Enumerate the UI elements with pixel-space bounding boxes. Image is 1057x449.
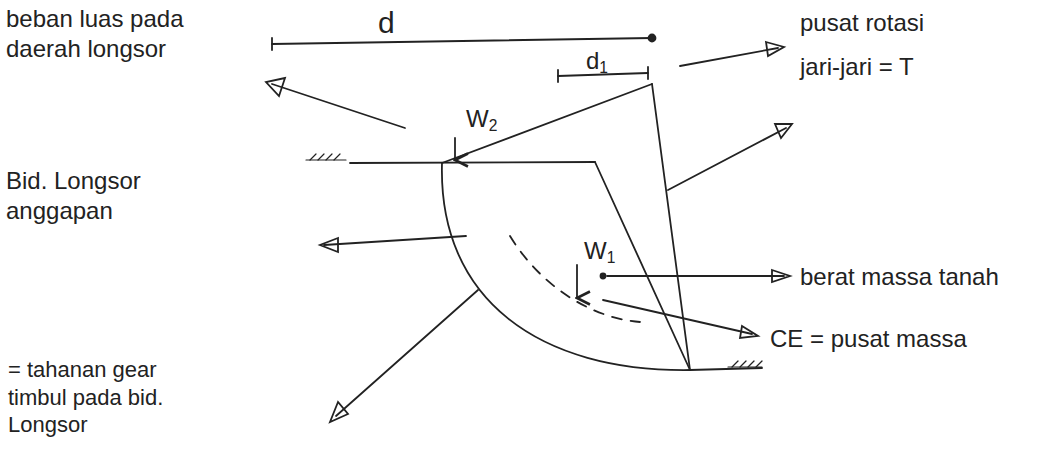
mass-center-dot [601, 274, 606, 279]
weight-symbol: W2 [466, 104, 516, 134]
dimension-line [272, 38, 652, 44]
resistance-label: = tahanan gear timbul pada bid. Longsor [8, 356, 218, 439]
slope-face [595, 162, 690, 370]
weight-symbol: W1 [584, 236, 634, 266]
weight-arrow [454, 138, 456, 160]
dimension-tick [271, 38, 273, 50]
dimension-tick [647, 67, 649, 79]
radius-line [442, 84, 652, 163]
dashed-slip-line [510, 236, 640, 322]
mass-center-label: CE = pusat massa [770, 324, 1040, 354]
weight-arrow [576, 265, 578, 298]
slip-surface-label: Bid. Longsor anggapan [6, 166, 176, 226]
weight-label: berat massa tanah [800, 262, 1050, 292]
rotation-center-dot [649, 35, 656, 42]
dimension-symbol: d [378, 4, 418, 42]
dimension-tick [557, 70, 559, 82]
load-label: beban luas pada daerah longsor [6, 4, 206, 64]
dimension-symbol: d1 [586, 46, 626, 76]
toe-ground [690, 368, 762, 370]
slip-surface [442, 163, 690, 370]
ground-surface [350, 162, 595, 163]
center-label: pusat rotasi [800, 8, 1000, 38]
leader-lines [266, 42, 792, 422]
radius-label: jari-jari = T [800, 52, 1020, 82]
